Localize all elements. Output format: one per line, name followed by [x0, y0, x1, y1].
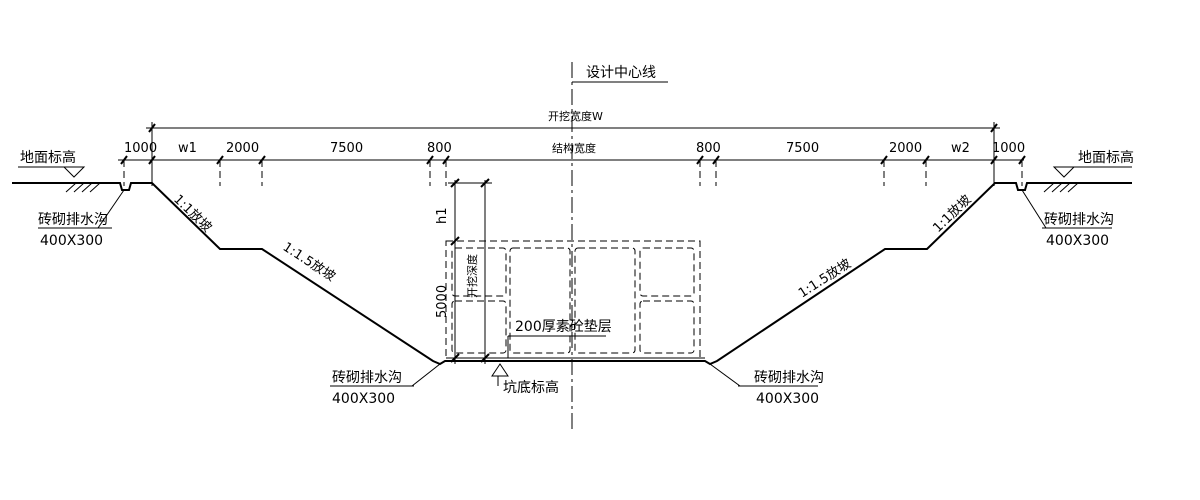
h1-tick-bottom: [450, 236, 460, 246]
dim-right-2000: 2000: [889, 141, 922, 156]
drain-bottom-left-size: 400X300: [332, 391, 395, 407]
ground-hatch-left: [65, 182, 101, 193]
dim-left-w1: w1: [178, 141, 197, 156]
drain-bottom-right-size: 400X300: [756, 391, 819, 407]
dim-left-2000: 2000: [226, 141, 259, 156]
excavation-width-label: 开挖宽度W: [548, 109, 603, 123]
dim-right-7500: 7500: [786, 141, 819, 156]
dim-left-800: 800: [427, 141, 452, 156]
drain-top-left-leader: [97, 189, 125, 229]
dim-right-800: 800: [696, 141, 721, 156]
structure-cell-5: [451, 300, 507, 354]
structure-outline: [445, 240, 701, 359]
excavation-depth-tick-bottom: [480, 353, 490, 363]
ground-level-symbol-right: [1052, 166, 1076, 178]
drain-top-left-label: 砖砌排水沟: [38, 212, 108, 228]
drain-top-left-size: 400X300: [40, 233, 103, 249]
drain-bottom-right-label: 砖砌排水沟: [754, 370, 824, 386]
drain-top-right-size: 400X300: [1046, 233, 1109, 249]
dim-right-w2: w2: [951, 141, 970, 156]
drain-top-right-leader: [1021, 189, 1047, 229]
depth-5000-tick-bottom: [450, 353, 460, 363]
excavation-depth-label: 开挖深度: [465, 254, 479, 298]
drain-bottom-left-leader: [411, 363, 441, 387]
slope-label-lower-right: 1:1.5放坡: [796, 256, 854, 301]
structure-cell-3: [574, 247, 636, 354]
excavation-profile: [12, 182, 1132, 366]
chain-dimension-extensions: [123, 160, 1023, 186]
pit-bottom-symbol: [491, 363, 509, 377]
structure-cell-4: [639, 247, 695, 297]
ground-level-symbol-left: [62, 166, 86, 178]
drain-bottom-left-label: 砖砌排水沟: [332, 370, 402, 386]
drain-top-right-label: 砖砌排水沟: [1044, 212, 1114, 228]
structure-cell-6: [639, 300, 695, 354]
slope-label-lower-left: 1:1.5放坡: [280, 240, 338, 285]
dim-left-1000: 1000: [124, 141, 157, 156]
h1-tick-top: [450, 178, 460, 188]
structure-cell-1: [451, 247, 507, 297]
slope-label-upper-right: 1:1放坡: [930, 192, 974, 235]
dim-left-7500: 7500: [330, 141, 363, 156]
h1-label: h1: [435, 207, 450, 224]
ground-label-right: 地面标高: [1078, 149, 1134, 166]
depth-5000-label: 5000: [435, 285, 450, 318]
excavation-depth-tick-top: [480, 178, 490, 188]
pit-bottom-label: 坑底标高: [503, 379, 559, 396]
centerline-label: 设计中心线: [586, 65, 656, 81]
structure-cell-2: [509, 247, 571, 354]
dim-right-1000: 1000: [992, 141, 1025, 156]
drain-bottom-right-leader: [709, 363, 741, 387]
cushion-label: 200厚素砼垫层: [515, 319, 612, 335]
slope-label-upper-left: 1:1放坡: [170, 192, 214, 235]
structure-width-label: 结构宽度: [552, 141, 596, 155]
ground-label-left: 地面标高: [20, 149, 76, 166]
ground-hatch-right: [1043, 182, 1079, 193]
